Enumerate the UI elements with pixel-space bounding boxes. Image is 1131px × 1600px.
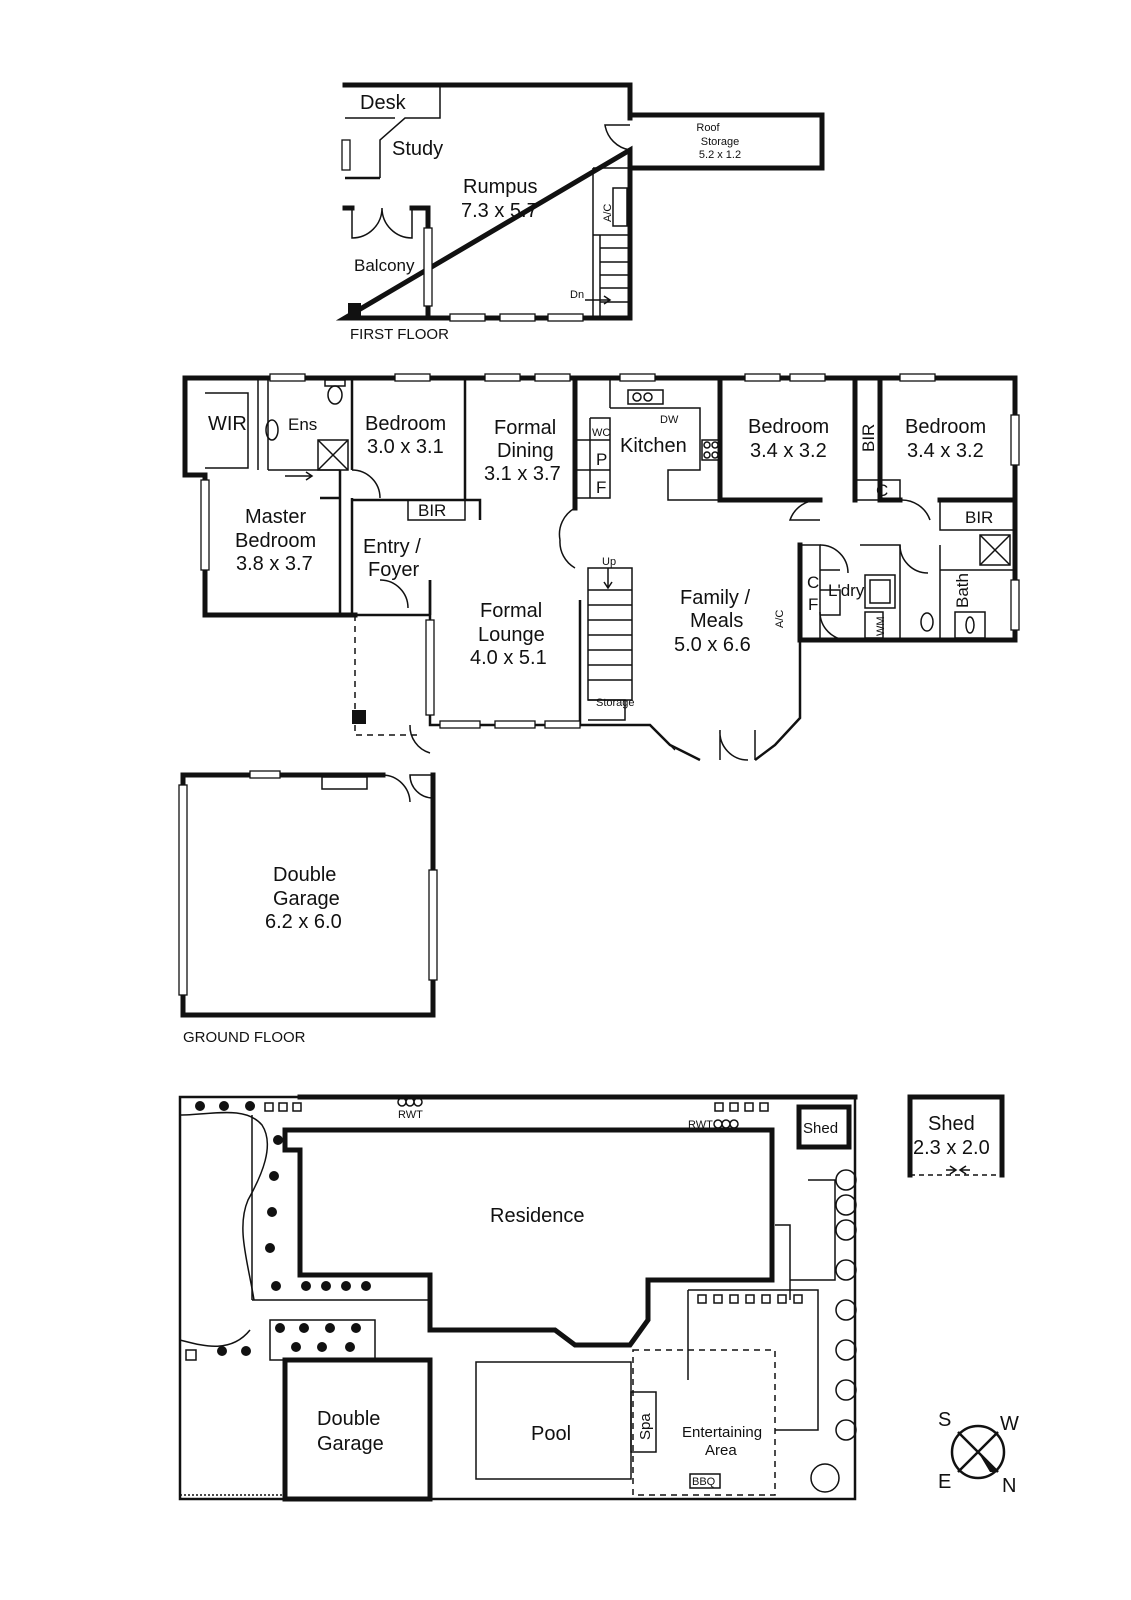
entertaining-label-1: Entertaining [682,1424,762,1441]
site-shed-label: Shed [803,1120,838,1137]
garage-label-2: Garage [273,888,340,910]
bedroom-a-label: Bedroom [365,413,446,435]
wm-label: WM [875,616,887,636]
compass-s: S [938,1409,951,1431]
ground-floor-label: GROUND FLOOR [183,1029,306,1046]
master-dim: 3.8 x 3.7 [236,553,313,575]
garage-dim: 6.2 x 6.0 [265,911,342,933]
bedroom-c-dim: 3.4 x 3.2 [907,440,984,462]
family-dim: 5.0 x 6.6 [674,634,751,656]
desk-label: Desk [360,92,407,114]
pool-label: Pool [531,1423,571,1445]
ens-label: Ens [288,415,317,434]
bedroom-b-label: Bedroom [748,416,829,438]
compass-e: E [938,1471,951,1493]
porch-post [352,710,366,724]
shed-detail-dim: 2.3 x 2.0 [913,1137,990,1159]
entry-label-1: Entry / [363,536,421,558]
formal-dining-label-2: Dining [497,440,554,462]
wc-label: WC [592,427,610,439]
first-floor-label: FIRST FLOOR [350,326,449,343]
compass: S W E N [938,1409,1019,1497]
spa-shape [630,1391,657,1453]
rumpus-label: Rumpus [463,176,537,198]
formal-lounge-dim: 4.0 x 5.1 [470,647,547,669]
rwt-b-label: RWT [688,1119,713,1131]
formal-lounge-label-2: Lounge [478,624,545,646]
bir-b-label: BIR [859,424,878,452]
bath-label: Bath [953,573,972,608]
bbq-label: BBQ [692,1476,716,1488]
bir-c-label: BIR [965,508,993,527]
shed-detail-label: Shed [928,1113,975,1135]
entertaining-label-2: Area [705,1442,737,1459]
bir-a-label: BIR [418,501,446,520]
formal-dining-label-1: Formal [494,417,556,439]
rwt-b-icon [713,1119,739,1129]
garage-label-1: Double [273,864,336,886]
pantry-label: P [596,450,607,469]
family-label-2: Meals [690,610,743,632]
master-label-1: Master [245,506,306,528]
bedroom-a-dim: 3.0 x 3.1 [367,436,444,458]
balcony-window [423,227,433,307]
roof-storage-label-2: Storage [701,136,740,148]
pool-shape [475,1361,632,1480]
rumpus-dim: 7.3 x 5.7 [461,200,538,222]
site-garage-label-1: Double [317,1408,380,1430]
bedroom-c-label: Bedroom [905,416,986,438]
study-label: Study [392,138,443,160]
fridge-a-label: F [596,478,606,497]
balcony-label: Balcony [354,256,415,275]
stairs-down-label: Dn [570,289,584,301]
stairs-up-label: Up [602,556,616,568]
formal-dining-dim: 3.1 x 3.7 [484,463,561,485]
rwt-a-icon [397,1097,423,1107]
ground-ac-label: A/C [774,610,786,628]
linen-c-label: C [876,481,888,500]
compass-w: W [1000,1413,1019,1435]
rwt-a-label: RWT [398,1109,423,1121]
compass-n: N [1002,1475,1016,1497]
first-floor-ac-label: A/C [602,204,614,222]
roof-storage-dim: 5.2 x 1.2 [699,149,741,161]
garden-shrubs [195,1101,371,1356]
compass-icon [950,1424,1006,1480]
family-label-1: Family / [680,587,750,609]
storage-label: Storage [596,697,635,709]
shed-detail: Shed 2.3 x 2.0 [907,1094,1005,1178]
site-plan: Double Garage Pool Spa Entertaining Area… [178,1094,858,1502]
formal-lounge-label-1: Formal [480,600,542,622]
spa-label: Spa [637,1413,654,1440]
entry-label-2: Foyer [368,559,419,581]
laundry-label: L'dry [828,581,865,600]
dw-label: DW [660,414,679,426]
master-label-2: Bedroom [235,530,316,552]
balcony-post [348,303,361,316]
wir-label: WIR [208,413,247,435]
cupboard-c-label: C [807,573,819,592]
ground-floor-plan: WIR Ens Bedroom 3.0 x 3.1 BIR Formal Din… [182,373,1020,762]
study-window [341,139,351,171]
first-floor-plan: Desk Study Rumpus 7.3 x 5.7 Roof Storage… [335,82,825,343]
bedroom-b-dim: 3.4 x 3.2 [750,440,827,462]
kitchen-label: Kitchen [620,435,687,457]
residence-label: Residence [490,1205,585,1227]
site-trees [810,1169,857,1493]
site-garage-label-2: Garage [317,1433,384,1455]
ground-floor-garage: Double Garage 6.2 x 6.0 GROUND FLOOR [178,770,438,1046]
cupboard-f-label: F [808,595,818,614]
roof-storage-label-1: Roof [696,122,720,134]
